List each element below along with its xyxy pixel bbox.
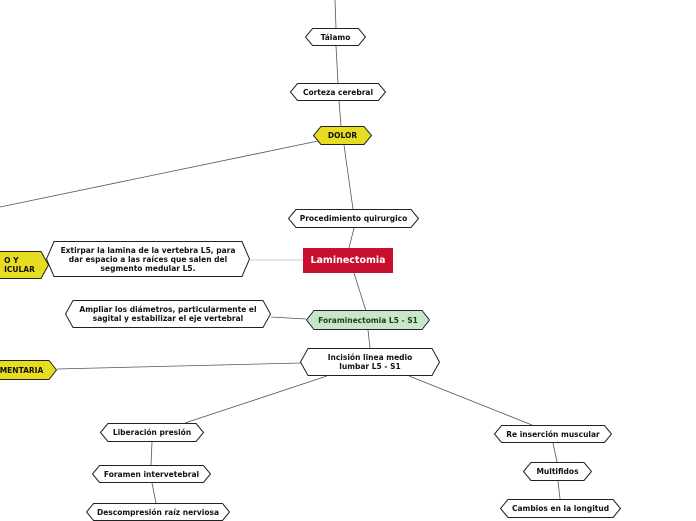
node-shape bbox=[493, 425, 613, 443]
node-hexagon bbox=[305, 310, 431, 330]
node-shape bbox=[0, 360, 58, 380]
node-hexagon bbox=[312, 126, 373, 145]
node-foramen-intervetebral[interactable]: Foramen intervetebral bbox=[91, 465, 212, 483]
node-hexagon bbox=[64, 300, 272, 328]
connector-line bbox=[151, 482, 157, 504]
node-label: MENTARIA bbox=[0, 365, 44, 375]
node-incision[interactable]: Incisión linea medio lumbar L5 - S1 bbox=[299, 348, 441, 376]
node-laminectomia[interactable]: Laminectomia bbox=[303, 248, 393, 273]
node-label: Procedimiento quirurgico bbox=[299, 214, 408, 223]
node-label: Corteza cerebral bbox=[302, 87, 374, 97]
node-shape bbox=[0, 251, 50, 279]
node-hexagon bbox=[45, 241, 251, 277]
node-left-low[interactable]: MENTARIA bbox=[0, 360, 58, 380]
node-label: Incisión linea medio lumbar L5 - S1 bbox=[327, 353, 413, 371]
node-label: Extirpar la lamina de la vertebra L5, pa… bbox=[60, 245, 236, 273]
node-left-mid[interactable]: O Y ICULAR bbox=[0, 251, 50, 279]
node-hexagon bbox=[522, 462, 593, 481]
node-shape bbox=[289, 83, 387, 101]
connector-line bbox=[367, 329, 371, 349]
node-hexagon bbox=[299, 348, 441, 376]
node-shape bbox=[304, 28, 367, 46]
node-hexagon bbox=[493, 425, 613, 443]
connector-line bbox=[552, 442, 558, 463]
connector-line bbox=[150, 441, 153, 466]
node-reinsercion-muscular[interactable]: Re inserción muscular bbox=[493, 425, 613, 443]
node-ampliar-diametros[interactable]: Ampliar los diámetros, particularmente e… bbox=[64, 300, 272, 328]
node-label: Laminectomia bbox=[310, 255, 386, 266]
connector-line bbox=[270, 316, 307, 320]
node-corteza-cerebral[interactable]: Corteza cerebral bbox=[289, 83, 387, 101]
connector-line bbox=[184, 375, 328, 424]
node-shape bbox=[499, 499, 622, 518]
node-shape bbox=[287, 209, 420, 228]
connector-line bbox=[0, 140, 319, 208]
node-label: Tálamo bbox=[320, 32, 351, 42]
node-cambios-longitud[interactable]: Cambios en la longitud bbox=[499, 499, 622, 518]
connector-line bbox=[557, 480, 561, 500]
node-shape bbox=[99, 423, 205, 442]
node-liberacion-presion[interactable]: Liberación presión bbox=[99, 423, 205, 442]
node-hexagon bbox=[0, 360, 58, 380]
node-hexagon bbox=[91, 465, 212, 483]
node-label: Liberación presión bbox=[112, 428, 192, 437]
node-shape bbox=[91, 465, 212, 483]
node-dolor[interactable]: DOLOR bbox=[312, 126, 373, 145]
node-foraminectomia[interactable]: Foraminectomia L5 - S1 bbox=[305, 310, 431, 330]
node-label: O Y ICULAR bbox=[4, 256, 35, 274]
node-label: DOLOR bbox=[327, 131, 358, 140]
node-hexagon bbox=[99, 423, 205, 442]
node-shape bbox=[522, 462, 593, 481]
node-label: Re inserción muscular bbox=[506, 429, 600, 439]
node-multifidos[interactable]: Multifidos bbox=[522, 462, 593, 481]
node-talamo[interactable]: Tálamo bbox=[304, 28, 367, 46]
connector-line bbox=[56, 362, 302, 370]
node-hexagon bbox=[0, 251, 50, 279]
node-shape bbox=[45, 241, 251, 277]
node-extirpar-lamina[interactable]: Extirpar la lamina de la vertebra L5, pa… bbox=[45, 241, 251, 277]
node-label: Cambios en la longitud bbox=[511, 504, 610, 513]
node-label: Multifidos bbox=[536, 467, 579, 476]
connector-line bbox=[334, 0, 337, 29]
node-procedimiento-quirurgico[interactable]: Procedimiento quirurgico bbox=[287, 209, 420, 228]
connector-line bbox=[408, 375, 533, 426]
connector-line bbox=[353, 272, 367, 312]
node-shape bbox=[305, 310, 431, 330]
connector-line bbox=[338, 100, 342, 127]
connector-line bbox=[343, 144, 354, 210]
node-descompresion-raiz[interactable]: Descompresión raíz nerviosa bbox=[85, 503, 231, 521]
node-label: Foraminectomia L5 - S1 bbox=[318, 315, 418, 325]
node-hexagon bbox=[289, 83, 387, 101]
connector-line bbox=[348, 227, 355, 249]
connector-line bbox=[335, 45, 339, 84]
node-label: Descompresión raíz nerviosa bbox=[96, 507, 220, 517]
node-shape bbox=[299, 348, 441, 376]
node-label: Ampliar los diámetros, particularmente e… bbox=[79, 305, 257, 323]
node-hexagon bbox=[499, 499, 622, 518]
node-shape bbox=[312, 126, 373, 145]
node-label: Foramen intervetebral bbox=[103, 469, 200, 479]
node-hexagon bbox=[304, 28, 367, 46]
node-shape bbox=[64, 300, 272, 328]
node-hexagon bbox=[287, 209, 420, 228]
